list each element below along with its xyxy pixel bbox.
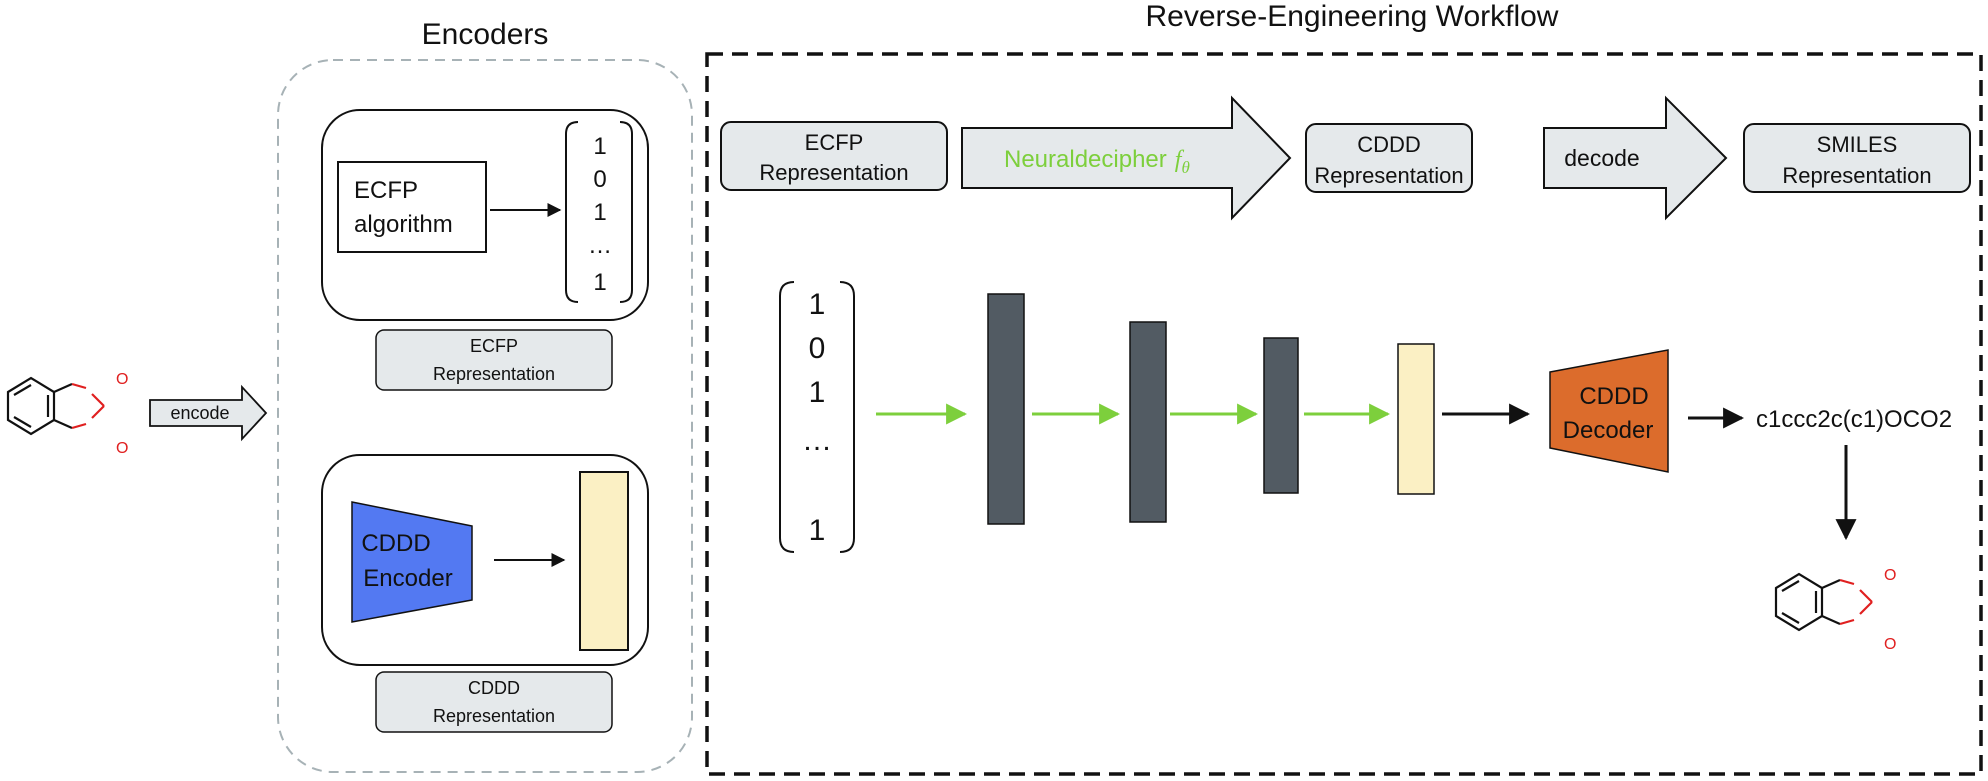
- cddd-encoder-trapezoid: [351, 501, 473, 623]
- network-layer-3: [1263, 337, 1299, 494]
- cddd-decoder-trapezoid: [1549, 349, 1669, 473]
- cddd-latent-vector: [579, 471, 629, 651]
- ecfp-representation-caption: [375, 329, 613, 391]
- output-molecule: O O: [1774, 567, 1896, 653]
- step-cddd-representation: [1305, 123, 1473, 193]
- step-cddd-line2: Representation: [1314, 163, 1463, 188]
- cddd-encoder-line1: CDDD: [361, 530, 430, 557]
- workflow-input-vector: 1 0 1 … 1: [779, 281, 855, 553]
- input-vector-value-5: 1: [809, 514, 826, 547]
- ecfp-vector-value-2: 0: [593, 166, 606, 193]
- ecfp-vector-value-3: 1: [593, 199, 606, 226]
- network-layer-2: [1129, 321, 1167, 523]
- encode-arrow: encode: [149, 384, 268, 442]
- smiles-string: c1ccc2c(c1)OCO2: [1756, 406, 1952, 433]
- step-ecfp-line1: ECFP: [805, 130, 864, 155]
- cddd-caption-line1: CDDD: [468, 678, 520, 698]
- network-layer-1: [987, 293, 1025, 525]
- decode-label: decode: [1564, 145, 1639, 171]
- encode-label: encode: [170, 403, 229, 423]
- step-ecfp-line2: Representation: [759, 160, 908, 185]
- step-ecfp-representation: [720, 121, 948, 191]
- output-oxygen-top: O: [1884, 567, 1896, 584]
- ecfp-algorithm-line1: ECFP: [354, 177, 418, 204]
- ecfp-vector-value-1: 1: [593, 133, 606, 160]
- input-vector-value-2: 0: [809, 332, 826, 365]
- cddd-representation-caption: [375, 671, 613, 733]
- step-smiles-representation: [1743, 123, 1971, 193]
- cddd-decoder-line2: Decoder: [1563, 417, 1654, 444]
- step-decode-arrow: decode: [1543, 95, 1728, 221]
- ecfp-caption-line1: ECFP: [470, 336, 518, 356]
- input-molecule: O O: [6, 371, 128, 457]
- step-smiles-line1: SMILES: [1817, 132, 1898, 157]
- ecfp-algorithm-box: [337, 161, 487, 253]
- ecfp-vector-value-5: 1: [593, 269, 606, 296]
- input-oxygen-bottom: O: [116, 440, 128, 457]
- cddd-decoder-line1: CDDD: [1579, 383, 1648, 410]
- input-oxygen-top: O: [116, 371, 128, 388]
- ecfp-vector-value-4: …: [588, 232, 612, 259]
- cddd-caption-line2: Representation: [433, 706, 555, 726]
- encoders-panel: [277, 59, 693, 773]
- output-oxygen-bottom: O: [1884, 636, 1896, 653]
- ecfp-algorithm-line2: algorithm: [354, 211, 453, 238]
- input-vector-value-1: 1: [809, 288, 826, 321]
- workflow-title: Reverse-Engineering Workflow: [1146, 0, 1559, 33]
- input-vector-value-4: …: [802, 424, 832, 457]
- input-vector-value-3: 1: [809, 376, 826, 409]
- ecfp-caption-line2: Representation: [433, 364, 555, 384]
- cddd-encoder-line2: Encoder: [363, 565, 452, 592]
- ecfp-vector: 1 0 1 … 1: [565, 121, 633, 303]
- step-cddd-line1: CDDD: [1357, 132, 1421, 157]
- predicted-cddd-vector: [1397, 343, 1435, 495]
- step-smiles-line2: Representation: [1782, 163, 1931, 188]
- workflow-panel: [705, 52, 1983, 776]
- encoders-title: Encoders: [422, 18, 549, 51]
